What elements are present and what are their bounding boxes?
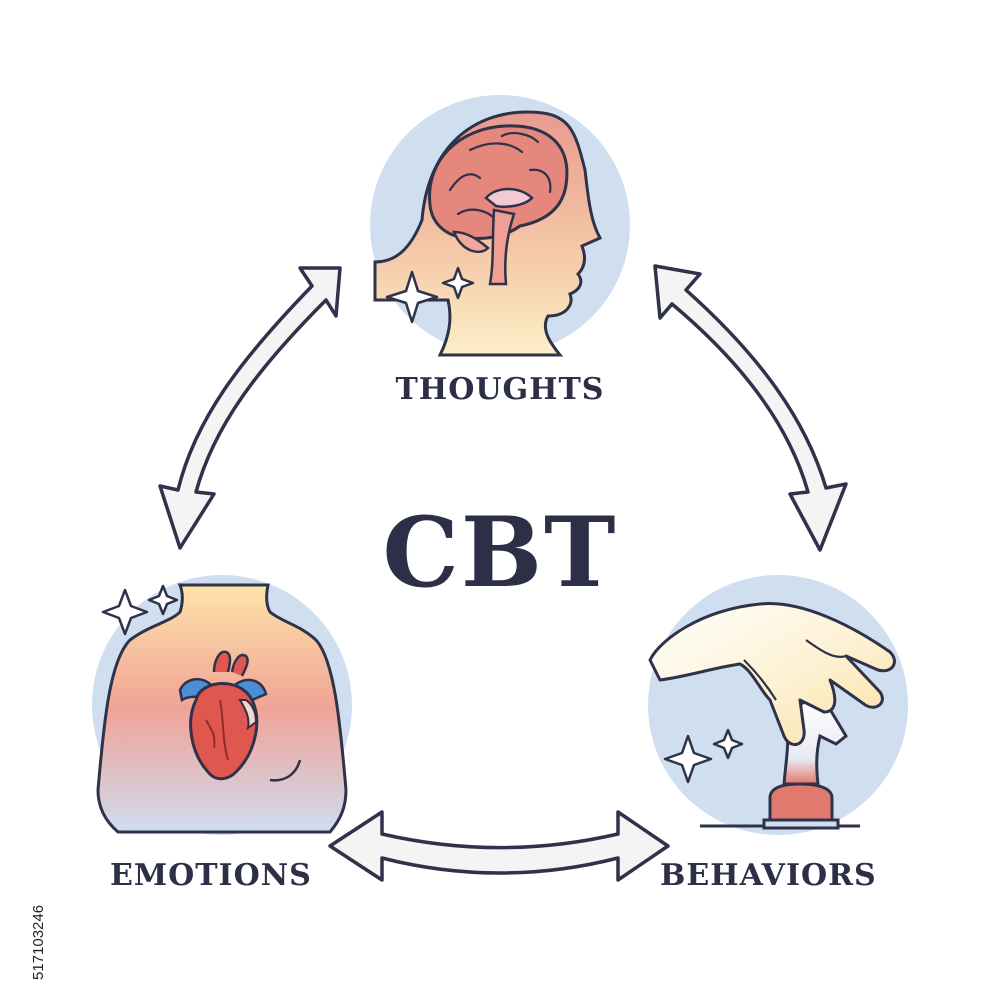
label-behaviors: BEHAVIORS [660, 858, 877, 893]
center-title: CBT [382, 496, 618, 609]
behaviors-illustration [648, 575, 908, 835]
stock-id-watermark: 517103246 [6, 760, 47, 980]
arrow-emotions-behaviors [328, 810, 670, 882]
arrow-thoughts-emotions [158, 266, 342, 550]
label-thoughts: THOUGHTS [395, 372, 605, 407]
sparkle-icon [441, 266, 475, 300]
heart-icon [178, 650, 268, 781]
hand-icon [648, 602, 896, 746]
arrow-thoughts-behaviors [653, 264, 848, 552]
sparkle-icon [712, 728, 744, 760]
sparkle-icon [101, 588, 149, 636]
sparkle-icon [147, 584, 179, 616]
sparkle-icon [385, 270, 439, 324]
stock-id-text: 517103246 [30, 904, 47, 980]
thoughts-illustration [370, 95, 630, 357]
label-emotions: EMOTIONS [110, 858, 312, 893]
emotions-illustration [92, 575, 352, 835]
sparkle-icon [663, 734, 713, 784]
